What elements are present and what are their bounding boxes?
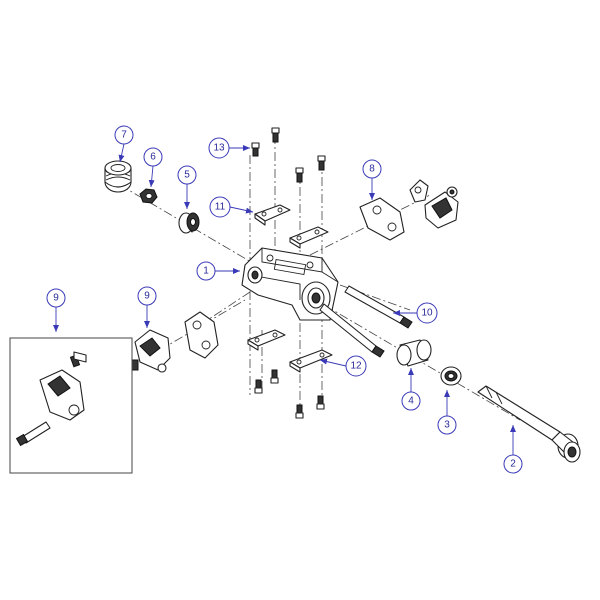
callout-12: 12	[345, 355, 367, 377]
svg-text:10: 10	[421, 308, 433, 319]
nut-part	[139, 188, 158, 204]
link-assembly-right	[359, 179, 459, 241]
svg-text:8: 8	[369, 164, 375, 175]
svg-text:11: 11	[215, 202, 226, 213]
callout-leaders	[53, 143, 516, 455]
callout-6: 6	[143, 147, 163, 167]
callout-13: 13	[208, 137, 230, 159]
bushing-part	[396, 339, 432, 367]
svg-text:9: 9	[144, 291, 150, 302]
callout-7: 7	[114, 125, 134, 145]
svg-text:2: 2	[510, 459, 516, 470]
svg-text:4: 4	[408, 396, 414, 407]
callout-8: 8	[362, 159, 382, 179]
spring-part	[104, 160, 132, 193]
inset-detail	[9, 337, 133, 474]
link-assembly-left	[131, 311, 219, 373]
callout-9-inset: 9	[46, 288, 66, 308]
bearing-part	[178, 212, 200, 234]
callout-5: 5	[177, 165, 197, 185]
callout-4: 4	[401, 391, 421, 411]
svg-text:13: 13	[213, 143, 225, 154]
svg-text:5: 5	[184, 170, 190, 181]
svg-text:6: 6	[150, 152, 156, 163]
callout-11: 11	[209, 196, 231, 218]
shaft-part	[477, 385, 581, 463]
top-screws	[251, 127, 326, 183]
callout-1: 1	[196, 261, 216, 281]
svg-text:12: 12	[350, 361, 362, 372]
svg-text:3: 3	[444, 420, 450, 431]
washer-part	[440, 366, 462, 386]
main-housing	[241, 247, 339, 321]
top-plates	[254, 204, 329, 249]
bottom-screws	[254, 369, 325, 419]
bottom-plates	[247, 329, 333, 373]
callouts: 1 2 3 4 5 6 7 8 9 9 10 11 12 13	[46, 125, 523, 474]
svg-text:1: 1	[203, 266, 209, 277]
callout-9: 9	[137, 286, 157, 306]
callout-3: 3	[437, 415, 457, 435]
callout-10: 10	[416, 302, 438, 324]
pins-part	[319, 285, 413, 358]
svg-text:7: 7	[121, 130, 127, 141]
callout-2: 2	[503, 454, 523, 474]
svg-text:9: 9	[53, 293, 59, 304]
